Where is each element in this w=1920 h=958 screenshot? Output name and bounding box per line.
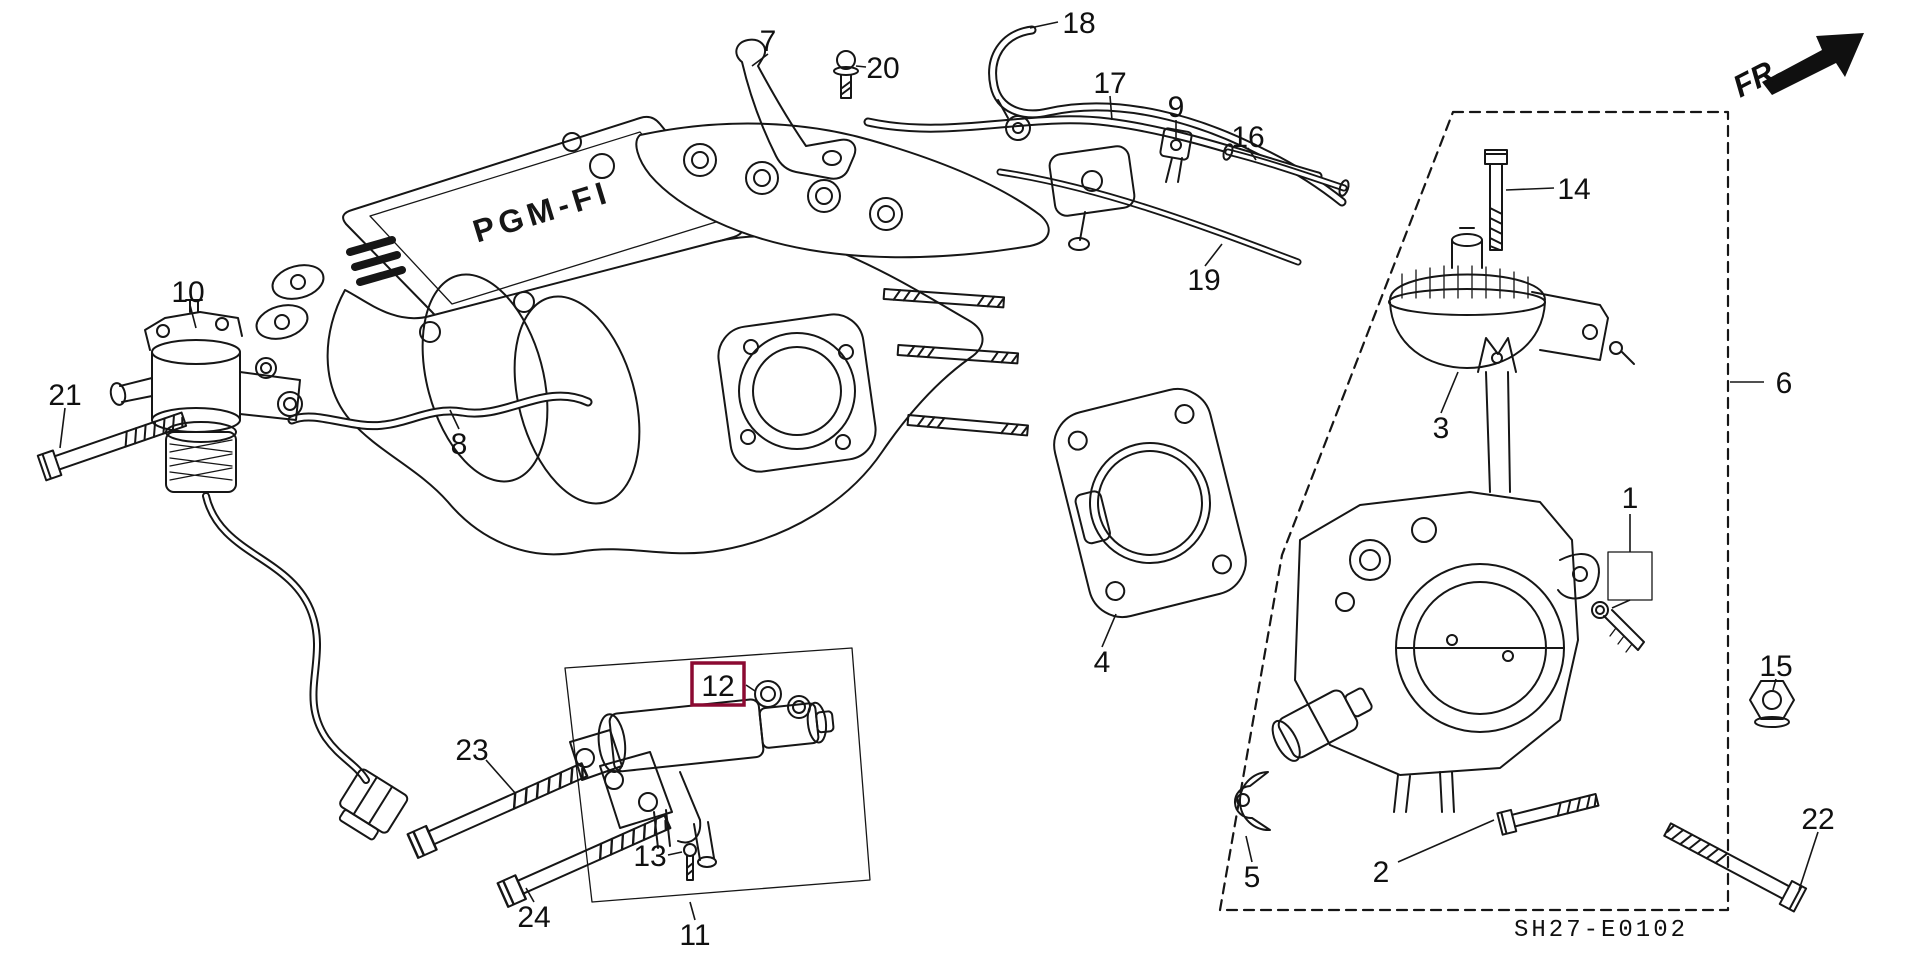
part-label-7[interactable]: 7: [760, 25, 777, 58]
part-label-3[interactable]: 3: [1433, 412, 1450, 445]
bracket-7: [735, 38, 857, 180]
wire-connector: [338, 768, 409, 841]
part-label-10[interactable]: 10: [171, 276, 204, 309]
tee-joint-9: [1159, 127, 1193, 183]
part-label-14[interactable]: 14: [1557, 173, 1590, 206]
throttle-body: [1271, 337, 1600, 813]
bolt-2: [1496, 788, 1601, 836]
part-label-6[interactable]: 6: [1776, 367, 1793, 400]
part-label-17[interactable]: 17: [1093, 67, 1126, 100]
throttle-port-flange: [717, 313, 877, 473]
fast-idle-valve-kit: [564, 647, 871, 903]
part-label-18[interactable]: 18: [1062, 7, 1095, 40]
gasket-4: [1053, 387, 1247, 619]
part-label-21[interactable]: 21: [48, 379, 81, 412]
bolt-23: [406, 756, 591, 860]
vacuum-fitting: [997, 99, 1136, 251]
part-labels: 1 2 3 4 5 6 7 8 9 10 11 12 13 14 15 16 1…: [48, 7, 1834, 952]
bolt-14: [1484, 149, 1508, 251]
fr-label: FR.: [1727, 50, 1787, 104]
part-label-16[interactable]: 16: [1231, 121, 1264, 154]
cylinder-head-ports: [255, 264, 325, 340]
part-label-2[interactable]: 2: [1373, 856, 1390, 889]
valve-cover: [342, 115, 744, 321]
part-label-19[interactable]: 19: [1187, 264, 1220, 297]
highlight-box-part-12[interactable]: [690, 661, 746, 707]
part-label-11[interactable]: 11: [679, 919, 710, 952]
bolt-20: [833, 50, 859, 99]
part-label-20[interactable]: 20: [866, 52, 899, 85]
control-valve-10: [109, 299, 409, 841]
part-label-12[interactable]: 12: [701, 670, 734, 703]
screw-13: [683, 843, 697, 881]
subassembly-boundary: [1218, 110, 1730, 912]
nut-15: [1749, 680, 1795, 728]
part-label-5[interactable]: 5: [1244, 861, 1261, 894]
o-rings-12: [754, 680, 811, 719]
hose-16: [1222, 143, 1350, 197]
part-label-15[interactable]: 15: [1759, 650, 1792, 683]
part-label-4[interactable]: 4: [1094, 646, 1111, 679]
part-label-22[interactable]: 22: [1801, 803, 1834, 836]
part-label-1[interactable]: 1: [1622, 482, 1639, 515]
hose-8: [287, 391, 593, 431]
bolt-22: [1660, 817, 1808, 913]
part-label-24[interactable]: 24: [517, 901, 550, 934]
pipe-19: [996, 168, 1302, 266]
dashpot-3: [1388, 227, 1635, 369]
fr-arrow-icon: [1762, 33, 1864, 95]
part-label-13[interactable]: 13: [633, 840, 666, 873]
diagram-code: SH27-E0102: [1514, 917, 1688, 944]
fuel-rail: [562, 122, 1050, 259]
fr-direction-indicator: FR.: [1727, 33, 1864, 104]
part-label-9[interactable]: 9: [1168, 91, 1185, 124]
screw-1: [1591, 551, 1653, 653]
part-label-23[interactable]: 23: [455, 734, 488, 767]
leader-lines: [59, 21, 1819, 921]
clamp-5: [1234, 771, 1271, 832]
part-label-8[interactable]: 8: [451, 428, 468, 461]
